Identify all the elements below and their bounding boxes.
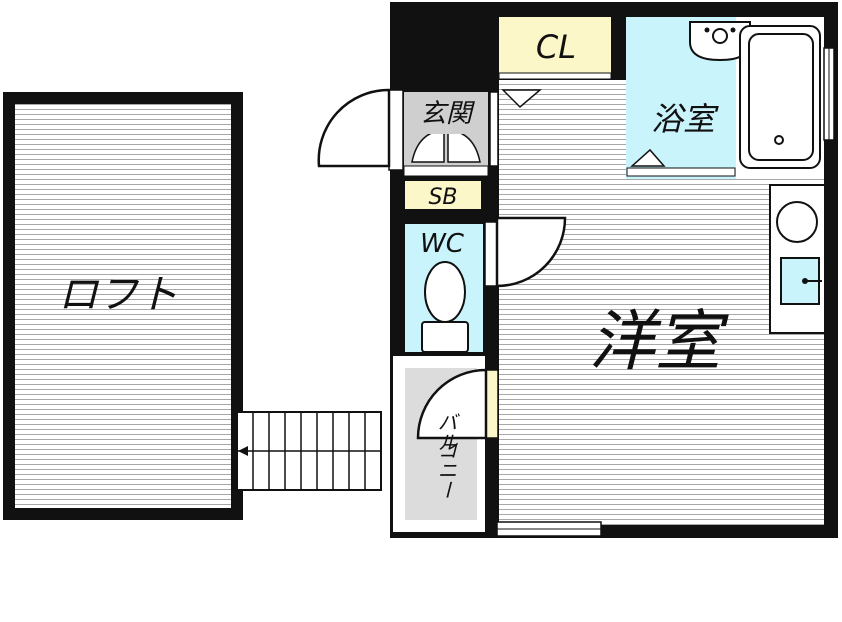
balcony-door-swing [416,368,488,440]
closet-room: CL [498,17,612,109]
front-door [317,88,404,171]
balcony-label-line1: バル [434,412,458,452]
bathroom-room: 浴室 [626,17,835,179]
toilet-label: WC [420,229,465,259]
kitchen-counter [769,184,826,334]
toilet-bowl-icon [424,261,466,323]
closet-door-icon [501,89,543,109]
closet-label: CL [536,28,576,66]
shoebox-area: SB [405,181,481,210]
stairs-arrow-icon [238,446,248,456]
loft-floor [15,104,231,508]
toilet-tank-icon [421,321,469,353]
loft-area: ロフト [3,92,243,520]
entrance-inner-door [489,91,499,167]
loft-label: ロフト [58,272,178,318]
stove-burner-icon [776,201,818,243]
western-room-label: 洋室 [589,303,729,380]
shoebox-label: SB [428,185,457,210]
bathroom-door-icon [630,148,666,167]
western-room-window [496,521,602,537]
balcony-area: バル コニー [391,354,499,534]
toilet-door-swing [495,216,567,288]
entrance-room: 玄関 [403,91,499,177]
balcony-label-line2: コニー [434,440,458,500]
bathroom-label: 浴室 [651,100,719,138]
toilet-room: WC [405,216,567,353]
entrance-label: 玄関 [420,99,475,129]
loft-stairs [236,411,382,491]
